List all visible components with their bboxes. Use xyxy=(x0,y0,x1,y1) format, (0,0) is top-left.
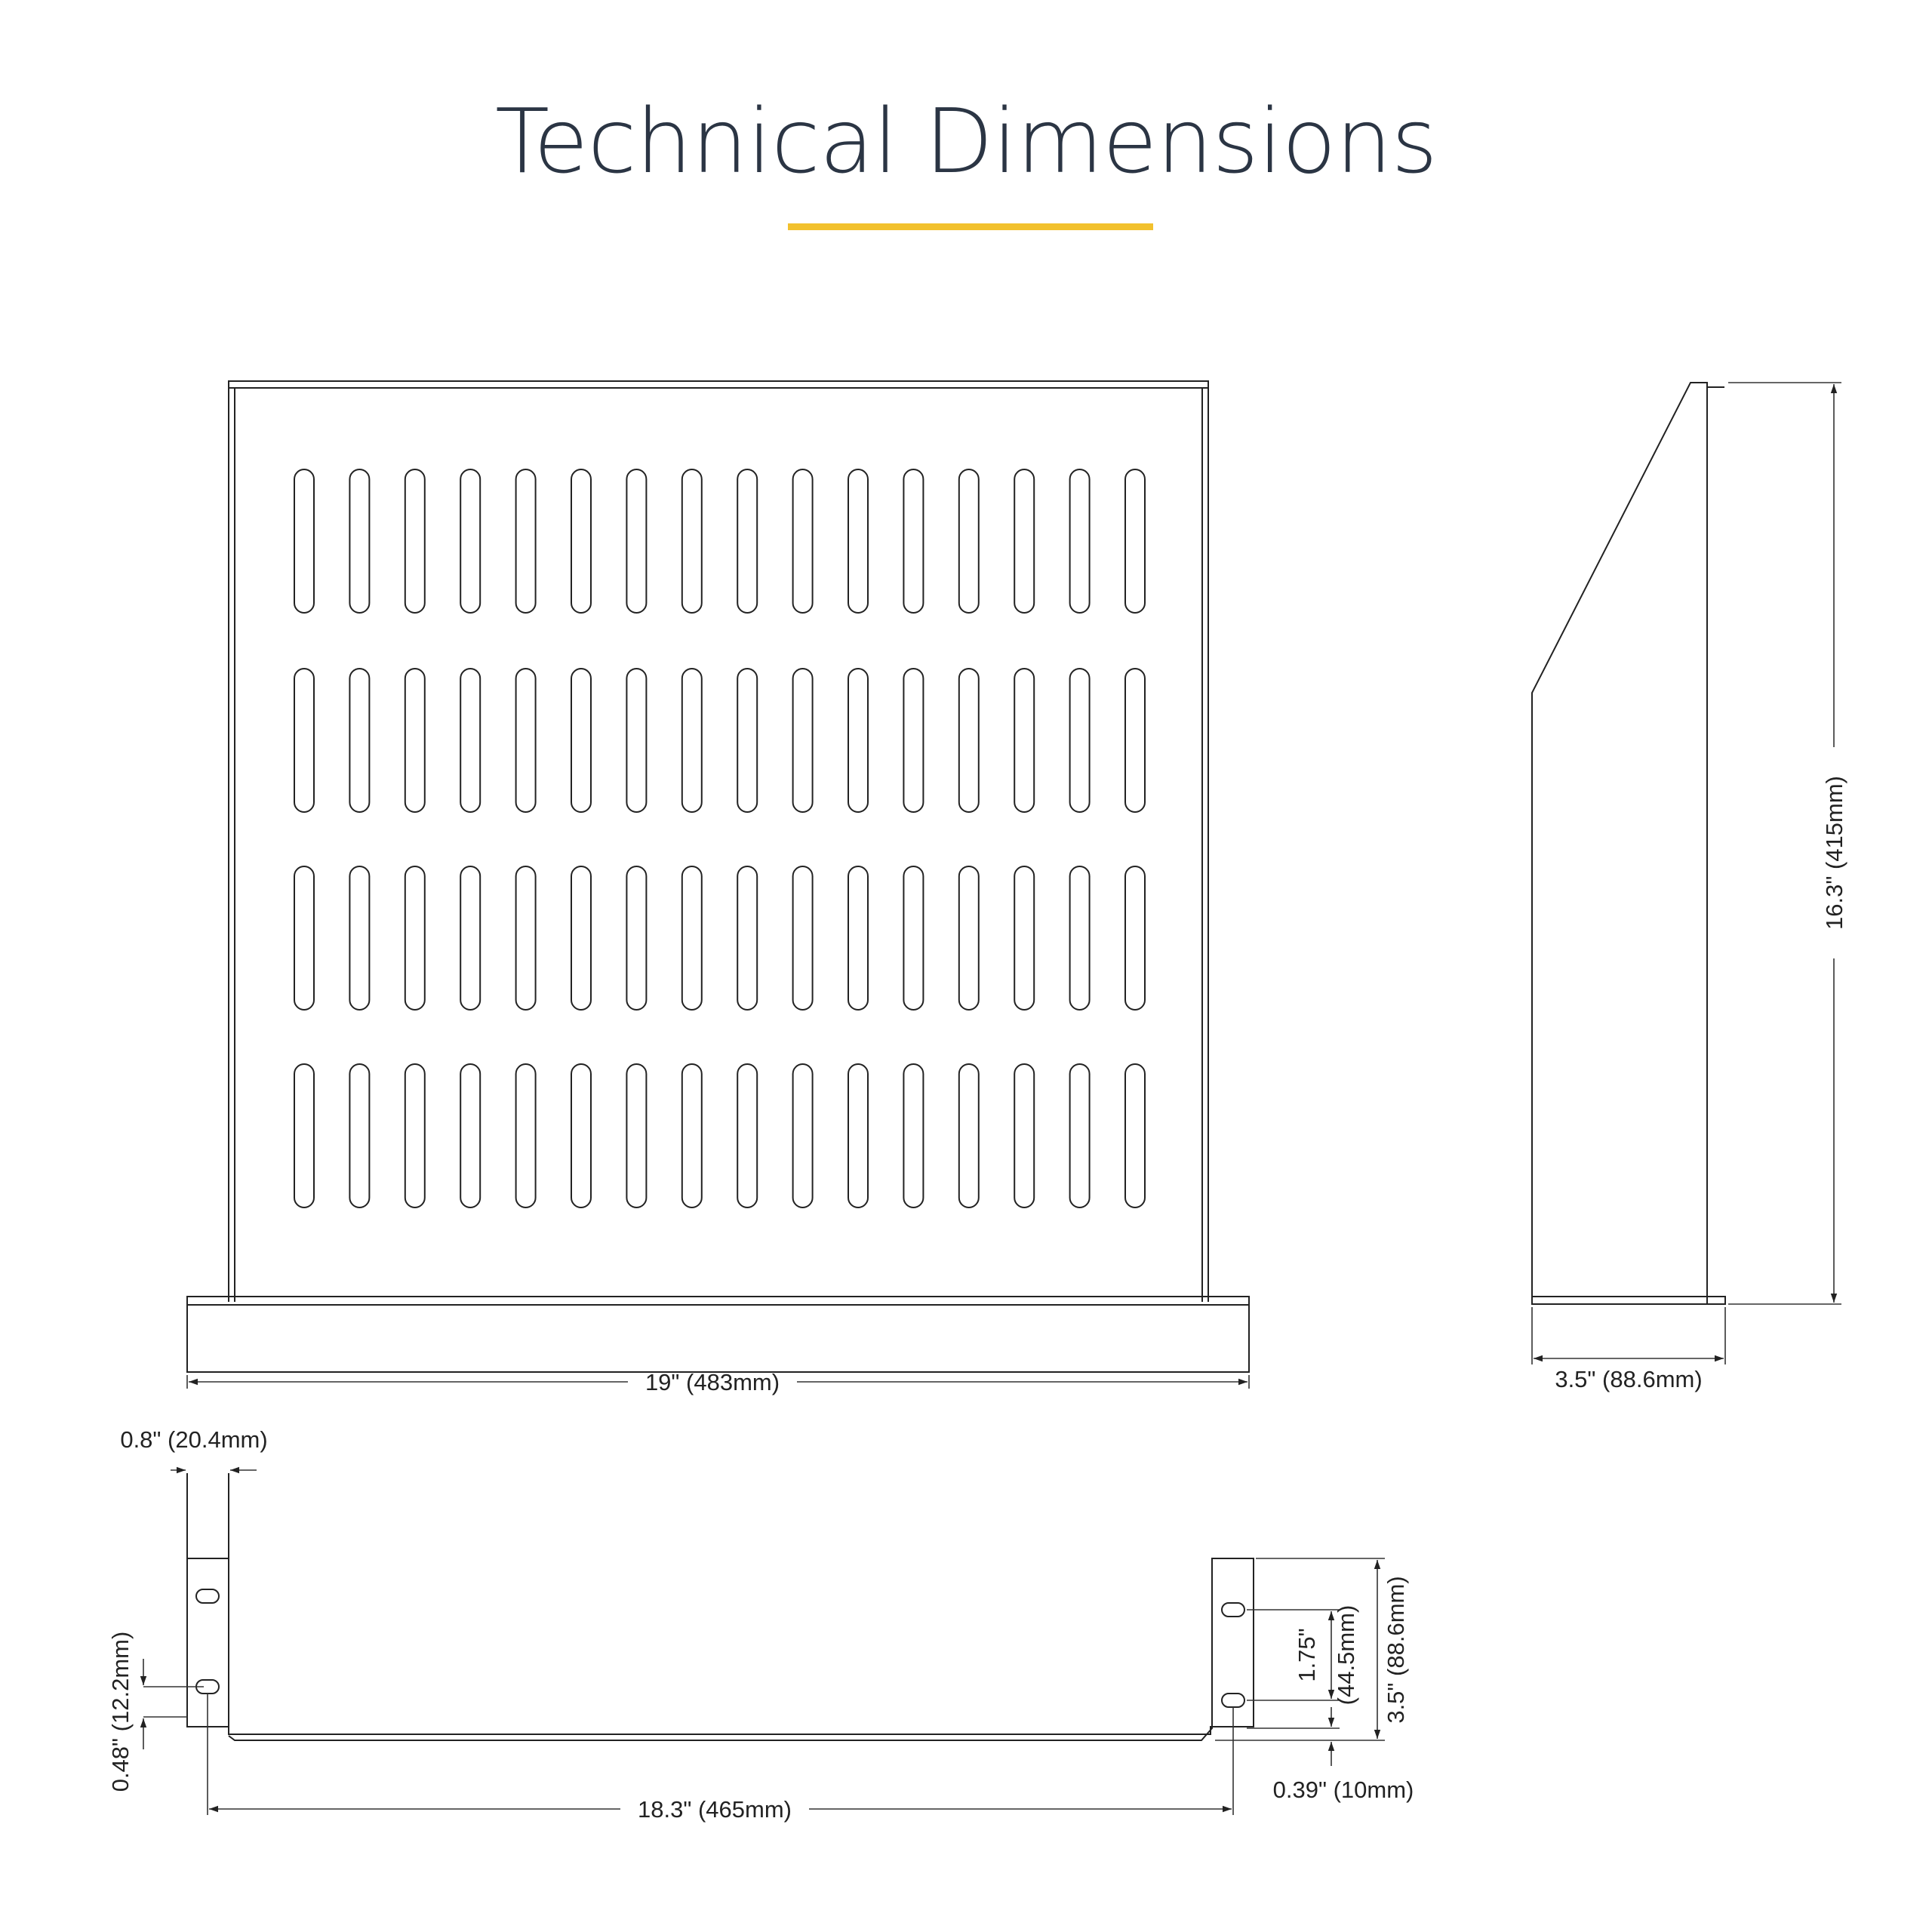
side-height-label: 3.5" (88.6mm) xyxy=(1555,1366,1702,1392)
mount-hole-right-top xyxy=(1221,1602,1245,1617)
vent-slot xyxy=(404,1063,426,1208)
vent-slot xyxy=(349,1063,371,1208)
vent-slot xyxy=(792,866,814,1011)
vent-slot xyxy=(848,1063,869,1208)
vent-slot xyxy=(737,1063,758,1208)
vent-slot xyxy=(848,668,869,813)
front-view: 19" (483mm) xyxy=(186,380,1250,1395)
vent-slot xyxy=(571,866,592,1011)
vent-slot xyxy=(792,668,814,813)
vent-slot xyxy=(294,866,315,1011)
vent-slot xyxy=(1124,668,1146,813)
vent-slot xyxy=(404,469,426,614)
bottom-offset-label: 0.39" (10mm) xyxy=(1273,1777,1414,1803)
side-base-lip xyxy=(1531,1296,1726,1305)
total-height-label: 3.5" (88.6mm) xyxy=(1383,1576,1409,1723)
vent-slot xyxy=(294,1063,315,1208)
vent-slot xyxy=(1014,866,1035,1011)
vent-slot xyxy=(571,668,592,813)
hole-pitch-mm-label: (44.5mm) xyxy=(1333,1605,1359,1706)
front-base-plate xyxy=(186,1296,1250,1373)
side-profile-outline xyxy=(1531,382,1708,1304)
vent-slot xyxy=(1014,469,1035,614)
mount-hole-left-top xyxy=(195,1589,220,1604)
vent-slot xyxy=(1069,469,1091,614)
vent-slot xyxy=(626,866,648,1011)
vent-slot xyxy=(1014,1063,1035,1208)
hole-offset-label: 0.48" (12.2mm) xyxy=(107,1632,134,1792)
vent-slot xyxy=(404,668,426,813)
vent-slot xyxy=(737,866,758,1011)
vent-slot xyxy=(958,1063,980,1208)
vent-slot xyxy=(460,1063,481,1208)
vent-slot xyxy=(294,469,315,614)
vent-slot xyxy=(1124,469,1146,614)
vent-slot xyxy=(848,866,869,1011)
vent-slot xyxy=(958,469,980,614)
vent-slot xyxy=(460,469,481,614)
vent-slot xyxy=(1069,866,1091,1011)
tray-section-outline xyxy=(186,1558,1254,1741)
vent-slot xyxy=(792,1063,814,1208)
vent-slot xyxy=(626,469,648,614)
vent-slot xyxy=(681,866,703,1011)
vent-slot xyxy=(681,668,703,813)
vent-slot xyxy=(903,866,924,1011)
vent-slot xyxy=(294,668,315,813)
side-view: 16.3" (415mm) 3.5" (88.6mm) xyxy=(1531,382,1847,1392)
vent-slot xyxy=(626,1063,648,1208)
vent-slot xyxy=(903,1063,924,1208)
vent-slot xyxy=(515,866,537,1011)
vent-slot xyxy=(404,866,426,1011)
vent-slot xyxy=(903,668,924,813)
vent-slot xyxy=(349,668,371,813)
vent-slot xyxy=(1014,668,1035,813)
vent-slot xyxy=(1124,1063,1146,1208)
vent-slot xyxy=(958,866,980,1011)
vent-slot xyxy=(681,1063,703,1208)
page-title: Technical Dimensions xyxy=(494,89,1438,193)
ear-width-label: 0.8" (20.4mm) xyxy=(120,1426,267,1453)
section-view: 0.8" (20.4mm) 0.48" (12.2mm) 18.3" (465m… xyxy=(107,1426,1414,1823)
vent-slot xyxy=(1124,866,1146,1011)
vent-slot xyxy=(681,469,703,614)
vent-slot xyxy=(460,668,481,813)
vent-slot xyxy=(626,668,648,813)
vent-slot xyxy=(1069,1063,1091,1208)
vent-slot xyxy=(349,866,371,1011)
vent-slot xyxy=(792,469,814,614)
width-label: 19" (483mm) xyxy=(645,1369,780,1395)
depth-label: 16.3" (415mm) xyxy=(1821,776,1847,930)
vent-slot xyxy=(958,668,980,813)
vent-slots xyxy=(294,469,1146,1208)
hole-spacing-label: 18.3" (465mm) xyxy=(638,1796,792,1823)
vent-slot xyxy=(571,469,592,614)
vent-slot xyxy=(460,866,481,1011)
vent-slot xyxy=(515,469,537,614)
vent-slot xyxy=(903,469,924,614)
mount-hole-right-bottom xyxy=(1221,1693,1245,1708)
vent-slot xyxy=(571,1063,592,1208)
title-underline xyxy=(788,223,1153,230)
vent-slot xyxy=(737,469,758,614)
vent-slot xyxy=(848,469,869,614)
vent-slot xyxy=(515,1063,537,1208)
vent-slot xyxy=(1069,668,1091,813)
vent-slot xyxy=(349,469,371,614)
front-panel-outline xyxy=(228,380,1209,1302)
vent-slot xyxy=(737,668,758,813)
hole-pitch-label: 1.75" xyxy=(1294,1628,1320,1681)
vent-slot xyxy=(515,668,537,813)
